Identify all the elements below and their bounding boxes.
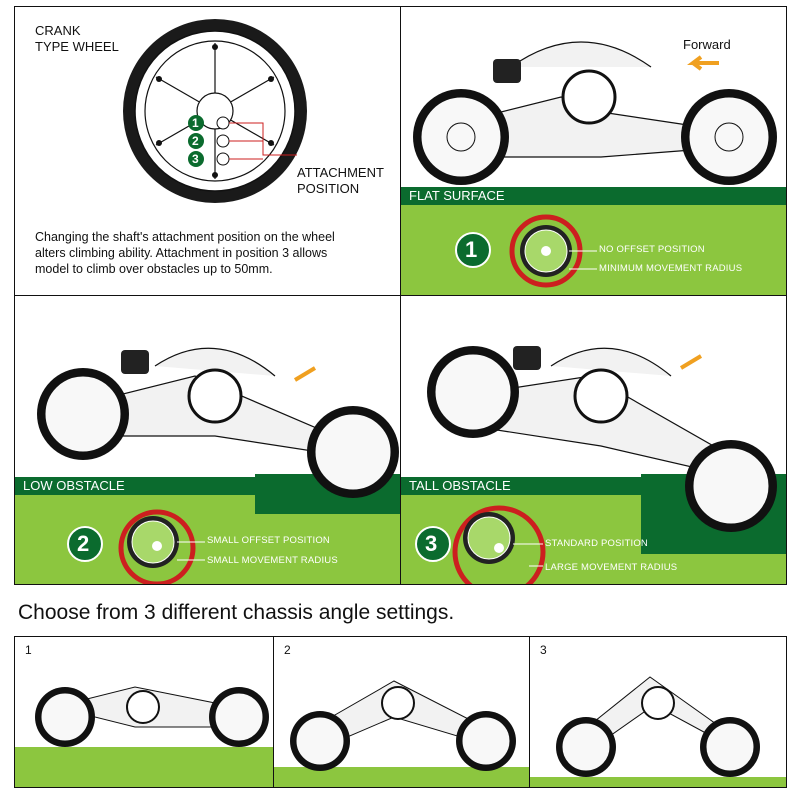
small-radius-label: SMALL MOVEMENT RADIUS: [207, 555, 338, 566]
chassis-drawing-3: [530, 676, 786, 787]
chassis-drawing-2: [274, 680, 529, 787]
low-obstacle-band: LOW OBSTACLE: [15, 477, 255, 495]
badge-1-label: 1: [465, 237, 478, 262]
flat-surface-label: FLAT SURFACE: [409, 188, 505, 203]
wheel-standard-offset: [452, 505, 546, 584]
robot-drawing-flat: [413, 41, 777, 185]
position-number-1: 1: [192, 116, 199, 130]
low-obstacle-panel: LOW OBSTACLE 2 SMALL OFFSET POSITION SMA…: [14, 295, 401, 585]
min-radius-label: MINIMUM MOVEMENT RADIUS: [599, 263, 743, 274]
robot-drawing-tall: [427, 346, 777, 532]
chassis-setting-1: 1: [14, 636, 274, 788]
crank-title-line2: TYPE WHEEL: [35, 39, 119, 54]
crank-title-line1: CRANK: [35, 23, 81, 38]
description-line1: Changing the shaft's attachment position…: [35, 230, 335, 244]
flat-surface-panel: Forward FLAT SURFACE 1 NO OFFSET POSITIO…: [400, 6, 787, 296]
standard-position-label: STANDARD POSITION: [545, 538, 648, 549]
forward-arrow: [687, 55, 719, 71]
position-badge-1: [188, 115, 204, 131]
forward-label: Forward: [683, 37, 731, 52]
crank-wheel-panel: CRANK TYPE WHEEL 1 2 3 ATTACHMENT POSITI…: [14, 6, 401, 296]
description-line2: alters climbing ability. Attachment in p…: [35, 246, 328, 260]
chassis-setting-3: 3: [529, 636, 787, 788]
attachment-label-line1: ATTACHMENT: [297, 165, 384, 180]
description-line3: model to climb over obstacles up to 50mm…: [35, 262, 273, 276]
badge-3: [415, 526, 451, 562]
chassis-setting-2: 2: [273, 636, 530, 788]
chassis-drawing-1: [15, 686, 273, 787]
tall-obstacle-label: TALL OBSTACLE: [409, 478, 511, 493]
crank-wheel-drawing: [123, 19, 307, 203]
no-offset-label: NO OFFSET POSITION: [599, 244, 705, 255]
tall-obstacle-panel: TALL OBSTACLE 3 STANDARD POSITION LARGE …: [400, 295, 787, 585]
badge-3-label: 3: [425, 531, 438, 556]
flat-surface-band: FLAT SURFACE: [401, 187, 786, 205]
badge-1: [455, 232, 491, 268]
chassis-setting-2-label: 2: [284, 643, 291, 657]
chassis-setting-3-label: 3: [540, 643, 547, 657]
chassis-heading: Choose from 3 different chassis angle se…: [18, 601, 455, 624]
wheel-no-offset: [509, 214, 597, 288]
position-number-3: 3: [192, 152, 199, 166]
badge-2: [67, 526, 103, 562]
position-badge-2: [188, 133, 204, 149]
robot-drawing-low: [37, 347, 399, 498]
chassis-setting-1-label: 1: [25, 643, 32, 657]
badge-2-label: 2: [77, 531, 90, 556]
small-offset-label: SMALL OFFSET POSITION: [207, 535, 330, 546]
low-obstacle-label: LOW OBSTACLE: [23, 478, 125, 493]
position-badge-3: [188, 151, 204, 167]
tall-obstacle-band: TALL OBSTACLE: [401, 477, 641, 495]
wheel-small-offset: [118, 509, 205, 584]
large-radius-label: LARGE MOVEMENT RADIUS: [545, 562, 678, 573]
attachment-label-line2: POSITION: [297, 181, 360, 196]
position-number-2: 2: [192, 134, 199, 148]
